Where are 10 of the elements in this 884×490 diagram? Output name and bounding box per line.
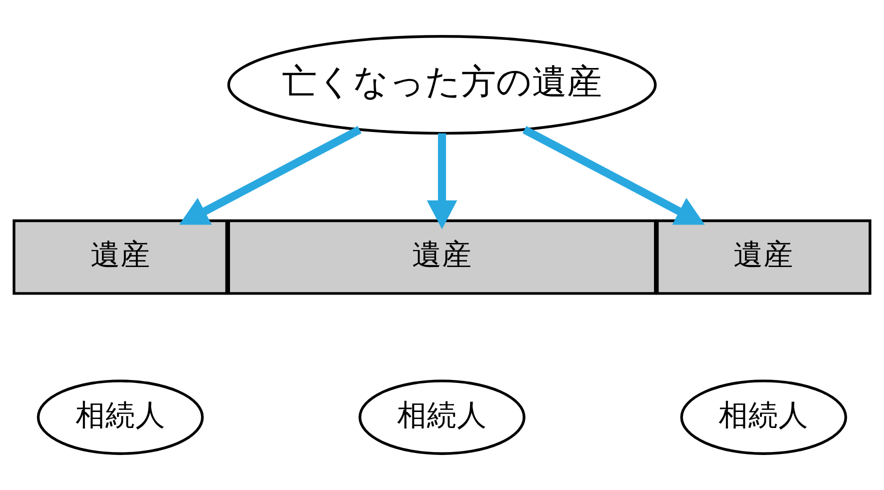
node-ellipse: 相続人 bbox=[680, 380, 848, 455]
node-ellipse: 相続人 bbox=[358, 380, 526, 455]
node-box: 遺産 bbox=[12, 219, 228, 295]
node-ellipse: 亡くなった方の遺産 bbox=[227, 35, 657, 135]
arrow bbox=[426, 133, 458, 230]
node-box: 遺産 bbox=[227, 219, 657, 295]
node-ellipse: 相続人 bbox=[36, 380, 204, 455]
arrow bbox=[522, 126, 705, 225]
node-box: 遺産 bbox=[656, 219, 872, 295]
arrow bbox=[179, 126, 362, 225]
